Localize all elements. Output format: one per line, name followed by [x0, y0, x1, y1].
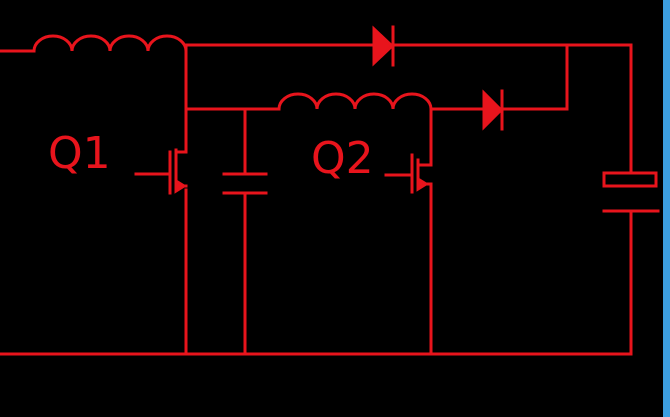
diode-d1-body [372, 25, 395, 67]
inductor-l1 [32, 34, 188, 53]
q2-label: Q2 [311, 133, 374, 184]
capacitor-c2-plate-top [602, 171, 658, 188]
q1-arrow [174, 178, 187, 194]
q2-arrow [416, 176, 429, 192]
window-edge-strip [663, 0, 670, 417]
inductor-l2 [277, 92, 433, 111]
q1-label: Q1 [48, 128, 111, 179]
diode-d2-body [482, 89, 504, 131]
